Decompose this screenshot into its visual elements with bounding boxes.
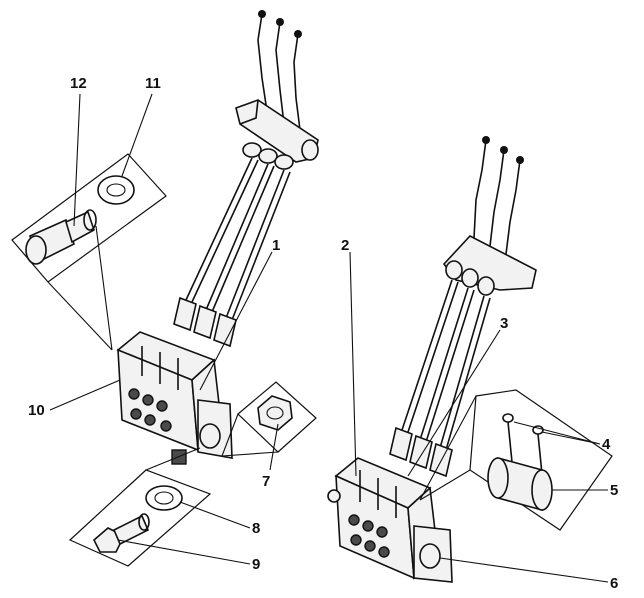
washer-8 <box>145 485 183 511</box>
callout-6: 6 <box>610 575 618 592</box>
leader-10 <box>49 379 121 411</box>
leader-1 <box>199 251 273 391</box>
left-lever-bracket <box>235 99 319 170</box>
inset-bolt-panel <box>68 447 251 567</box>
left-control-levers <box>257 10 302 131</box>
callout-2: 2 <box>341 237 349 254</box>
leader-11 <box>121 93 153 177</box>
bolt-9 <box>93 513 150 553</box>
callout-7: 7 <box>262 473 270 490</box>
right-control-levers <box>473 136 524 255</box>
right-valve-assembly <box>327 136 613 583</box>
inset-pins-panel <box>419 389 613 531</box>
leader-9 <box>117 539 251 565</box>
leader-2 <box>349 251 357 477</box>
leader-6 <box>439 557 609 583</box>
callout-5: 5 <box>610 482 618 499</box>
cylinder-5 <box>487 456 553 512</box>
leader-12 <box>73 93 81 227</box>
callout-4: 4 <box>602 436 611 453</box>
nut-7 <box>257 395 293 431</box>
left-valve-assembly <box>49 10 319 465</box>
pin-4b <box>532 425 544 475</box>
callout-1: 1 <box>272 237 280 254</box>
fitting-12 <box>25 209 97 265</box>
callout-8: 8 <box>252 520 260 537</box>
leader-3 <box>407 329 501 477</box>
inset-fitting-panel <box>11 93 167 351</box>
left-valve-block <box>116 331 233 465</box>
right-valve-block <box>327 457 453 583</box>
inset-nut-panel <box>221 381 317 471</box>
callout-3: 3 <box>500 315 508 332</box>
right-lever-bracket <box>442 235 537 296</box>
callout-11: 11 <box>145 75 161 92</box>
seal-ring-11 <box>97 175 135 205</box>
leader-8 <box>179 501 251 529</box>
leader-4 <box>513 421 601 445</box>
callout-12: 12 <box>70 75 87 92</box>
left-cables <box>173 157 291 348</box>
callout-9: 9 <box>252 556 260 573</box>
callout-10: 10 <box>28 402 45 419</box>
pin-4a <box>502 413 514 463</box>
leader-7 <box>269 423 279 471</box>
